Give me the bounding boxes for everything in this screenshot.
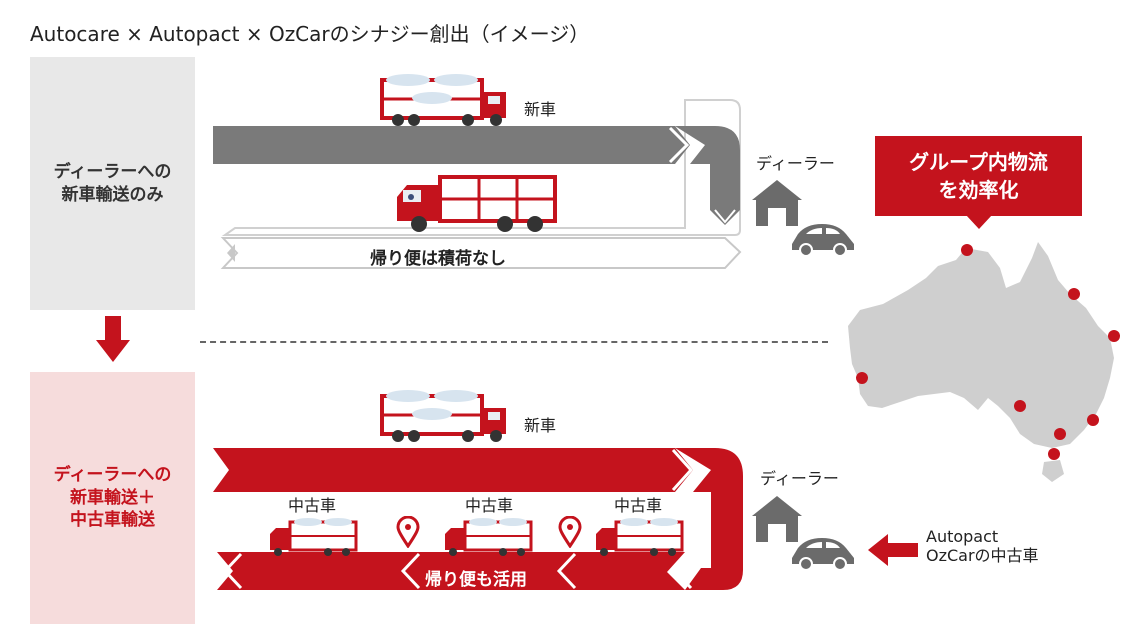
dealer-label: ディーラー [756, 154, 835, 173]
map-pin-icon [558, 516, 582, 548]
dealer-label: ディーラー [760, 469, 839, 488]
return-route-outline [221, 99, 741, 236]
efficiency-callout: グループ内物流 を効率化 [875, 136, 1082, 216]
outbound-turn [675, 126, 740, 225]
outbound-arrow [213, 126, 690, 164]
before-box-line: ディーラーへの [53, 161, 172, 182]
before-flow-diagram [213, 99, 742, 269]
outbound-arrow-red [213, 448, 693, 492]
source-line: Autopact [926, 527, 999, 546]
callout-line: を効率化 [938, 178, 1019, 202]
small-carrier-icon [445, 518, 533, 556]
after-box: ディーラーへの 新車輸送＋ 中古車輸送 [30, 372, 195, 624]
house-icon [752, 180, 802, 226]
used-car-label: 中古車 [288, 496, 337, 515]
small-carrier-icon [270, 518, 358, 556]
after-box-line: 新車輸送＋ [70, 487, 155, 508]
used-car-source-label: Autopact OzCarの中古車 [926, 527, 1039, 565]
before-box: ディーラーへの 新車輸送のみ [30, 57, 195, 310]
car-carrier-truck-icon [380, 390, 506, 442]
car-icon [792, 224, 854, 256]
after-flow-diagram [213, 448, 743, 590]
outbound-turn-red [675, 448, 743, 590]
return-chevron [227, 244, 235, 262]
source-line: OzCarの中古車 [926, 546, 1039, 566]
return-arrow-empty [220, 237, 742, 269]
empty-truck-icon [397, 175, 557, 232]
after-box-line: 中古車輸送 [70, 510, 155, 531]
new-car-label: 新車 [524, 100, 557, 119]
australia-map [848, 242, 1120, 482]
arrow-left-icon [868, 534, 918, 566]
used-car-label: 中古車 [465, 496, 514, 515]
page-title: Autocare × Autopact × OzCarのシナジー創出（イメージ） [30, 22, 590, 46]
return-label-loaded: 帰り便も活用 [425, 570, 527, 590]
new-car-label: 新車 [524, 416, 557, 435]
map-pin-icon [396, 516, 420, 548]
section-divider [200, 341, 828, 343]
used-car-label: 中古車 [614, 496, 663, 515]
arrow-down-icon [96, 316, 130, 362]
after-box-line: ディーラーへの [53, 464, 172, 485]
car-carrier-truck-icon [380, 74, 506, 126]
callout-line: グループ内物流 [909, 150, 1048, 174]
small-carrier-icon [596, 518, 684, 556]
car-icon [792, 538, 854, 570]
callout-pointer [966, 215, 992, 229]
before-box-line: 新車輸送のみ [61, 184, 164, 205]
return-label-empty: 帰り便は積荷なし [370, 249, 506, 269]
house-icon [752, 496, 802, 542]
